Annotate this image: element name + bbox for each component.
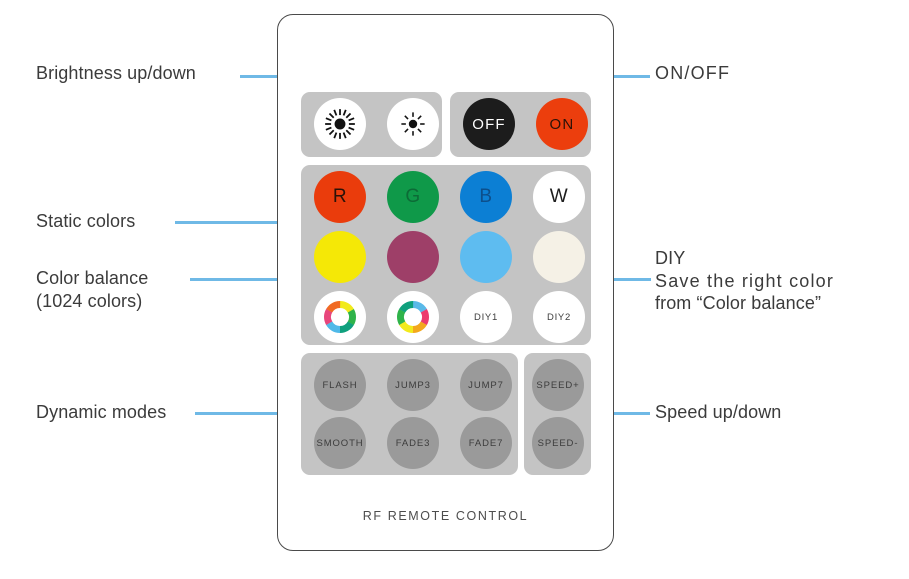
speed-down-label: SPEED-: [537, 437, 579, 449]
on-button[interactable]: ON: [536, 98, 588, 150]
off-button-label: OFF: [472, 115, 506, 133]
speed-down-button[interactable]: SPEED-: [532, 417, 584, 469]
smooth-label: SMOOTH: [316, 437, 364, 449]
label-static-colors: Static colors: [36, 211, 136, 231]
label-on-off: ON/OFF: [655, 63, 731, 83]
flash-label: FLASH: [322, 379, 358, 391]
label-diy-line3: from “Color balance”: [655, 293, 822, 313]
color-wheel-icon: [397, 301, 429, 333]
fade7-label: FADE7: [468, 437, 504, 449]
color-white-label: W: [549, 186, 569, 207]
color-cream-button[interactable]: [533, 231, 585, 283]
label-color-balance: Color balance: [36, 268, 149, 288]
jump3-button[interactable]: JUMP3: [387, 359, 439, 411]
power-panel: OFF ON: [450, 92, 591, 157]
color-green-button[interactable]: G: [387, 171, 439, 223]
label-speed: Speed up/down: [655, 402, 782, 422]
color-lightblue-button[interactable]: [460, 231, 512, 283]
fade3-label: FADE3: [395, 437, 431, 449]
color-green-label: G: [405, 186, 421, 207]
smooth-button[interactable]: SMOOTH: [314, 417, 366, 469]
on-button-label: ON: [549, 115, 575, 133]
fade7-button[interactable]: FADE7: [460, 417, 512, 469]
remote-body: OFF ON R G B W: [277, 14, 614, 551]
brightness-up-button[interactable]: [314, 98, 366, 150]
label-diy-line2: Save the right color: [655, 271, 835, 291]
color-blue-button[interactable]: B: [460, 171, 512, 223]
label-dynamic-modes: Dynamic modes: [36, 402, 167, 422]
color-yellow-button[interactable]: [314, 231, 366, 283]
callout-line-color-balance: [190, 278, 354, 281]
sun-bright-icon: [325, 109, 355, 139]
speed-up-button[interactable]: SPEED+: [532, 359, 584, 411]
jump3-label: JUMP3: [395, 379, 431, 391]
label-diy: DIY: [655, 248, 686, 268]
modes-panel: FLASH JUMP3 JUMP7 SMOOTH FADE3 FADE7: [301, 353, 518, 475]
color-magenta-button[interactable]: [387, 231, 439, 283]
sun-dim-icon: [401, 112, 425, 136]
device-footer-text: RF REMOTE CONTROL: [362, 509, 529, 523]
brightness-panel: [301, 92, 442, 157]
brightness-down-button[interactable]: [387, 98, 439, 150]
color-wheel-icon: [324, 301, 356, 333]
fade3-button[interactable]: FADE3: [387, 417, 439, 469]
color-balance-2-button[interactable]: [387, 291, 439, 343]
color-red-label: R: [332, 186, 348, 207]
label-color-balance-sub: (1024 colors): [36, 291, 143, 311]
diy2-button[interactable]: DIY2: [533, 291, 585, 343]
jump7-button[interactable]: JUMP7: [460, 359, 512, 411]
diy1-button[interactable]: DIY1: [460, 291, 512, 343]
color-white-button[interactable]: W: [533, 171, 585, 223]
color-red-button[interactable]: R: [314, 171, 366, 223]
label-brightness: Brightness up/down: [36, 63, 196, 83]
color-blue-label: B: [479, 186, 493, 207]
speed-up-label: SPEED+: [536, 379, 580, 391]
color-panel: R G B W: [301, 165, 591, 345]
diy1-label: DIY1: [474, 311, 498, 323]
speed-panel: SPEED+ SPEED-: [524, 353, 591, 475]
off-button[interactable]: OFF: [463, 98, 515, 150]
diy2-label: DIY2: [547, 311, 571, 323]
color-balance-1-button[interactable]: [314, 291, 366, 343]
jump7-label: JUMP7: [468, 379, 504, 391]
flash-button[interactable]: FLASH: [314, 359, 366, 411]
